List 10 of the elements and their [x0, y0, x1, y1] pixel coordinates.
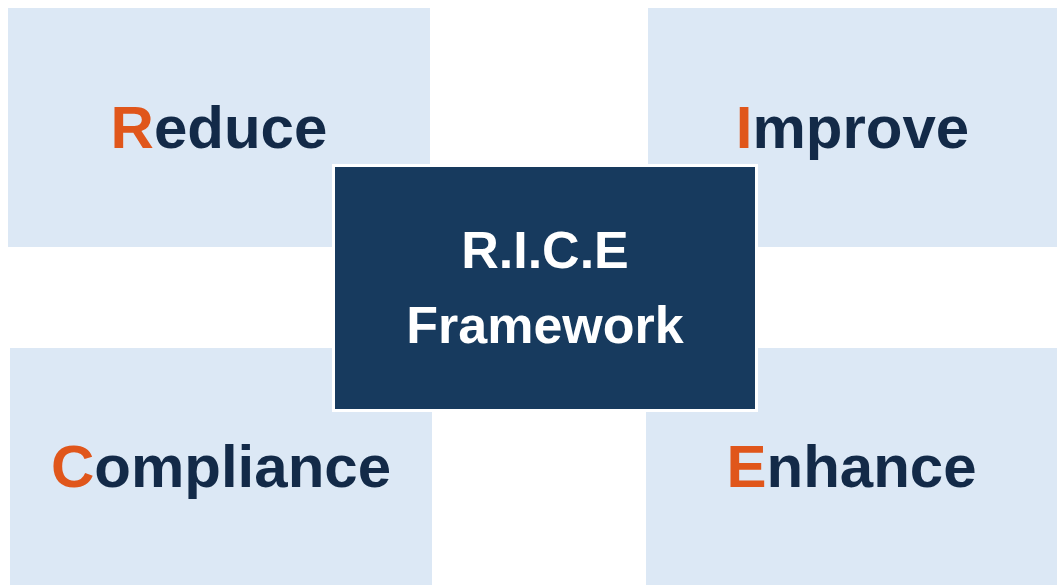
category-box — [646, 348, 1057, 585]
framework-box — [332, 164, 758, 412]
category-label: Improve — [735, 94, 970, 161]
category-label: Reduce — [110, 94, 328, 161]
category-label: Enhance — [726, 433, 977, 500]
category-box — [10, 348, 432, 585]
framework-title: R.I.C.E Framework — [405, 219, 685, 356]
category-box — [8, 8, 430, 247]
category-box — [648, 8, 1057, 247]
category-label: Compliance — [50, 433, 392, 500]
